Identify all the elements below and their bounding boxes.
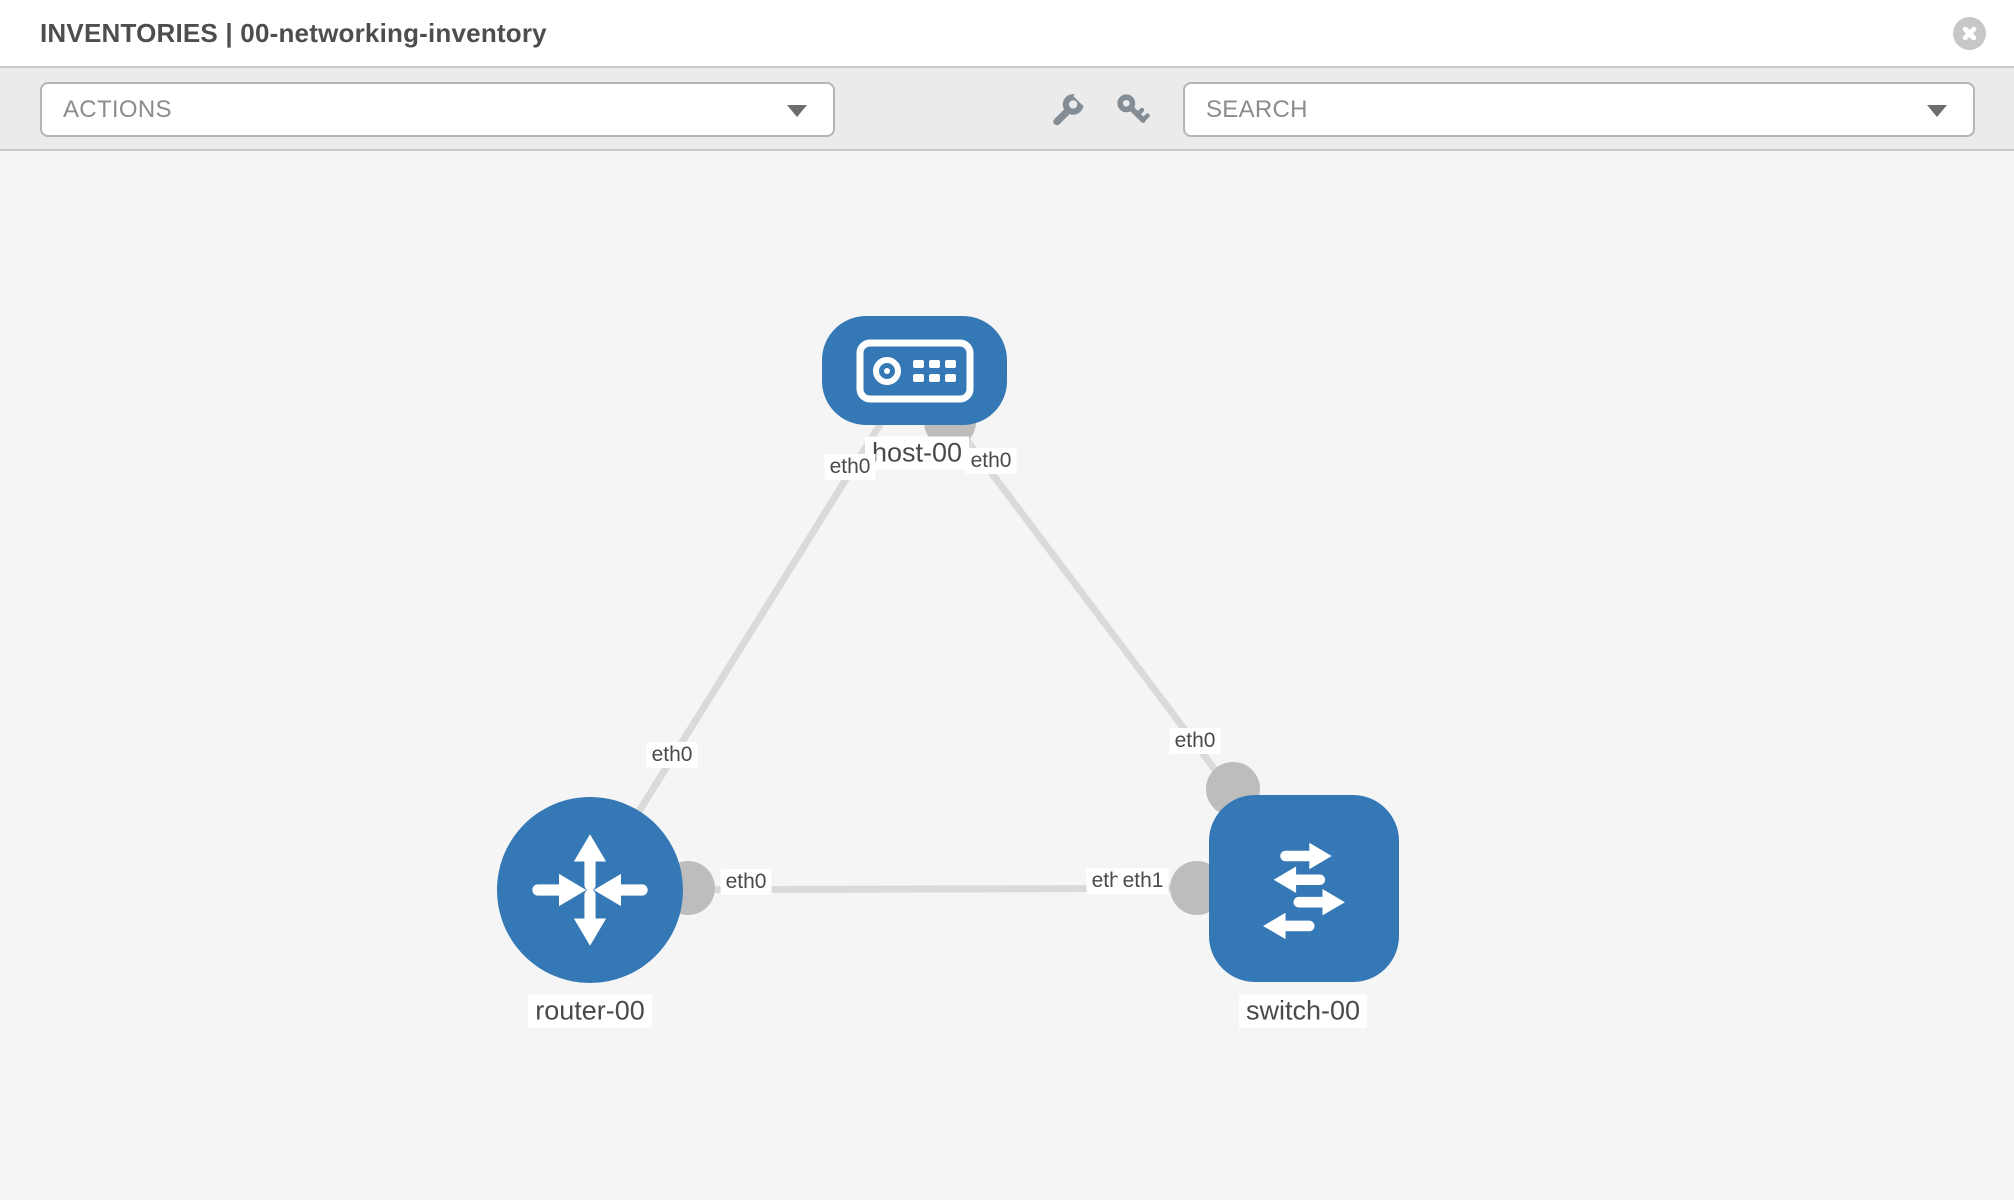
host-icon (856, 339, 973, 402)
interface-label: eth0 (824, 454, 876, 480)
toolbar: ACTIONS SEARCH (0, 68, 2014, 151)
switch-icon (1263, 842, 1345, 939)
node-router-00[interactable] (497, 797, 683, 983)
key-icon (1117, 94, 1150, 123)
search-dropdown[interactable]: SEARCH (1183, 82, 1975, 137)
header-bar: INVENTORIES | 00-networking-inventory (0, 0, 2014, 68)
router-icon (532, 834, 648, 946)
topology-canvas[interactable]: host-00 router-00 switch-00 eth0 eth0 et… (0, 151, 2014, 1198)
interface-label: eth0 (720, 869, 772, 895)
actions-dropdown[interactable]: ACTIONS (40, 82, 835, 137)
close-button[interactable] (1953, 17, 1986, 50)
topology-links-layer (587, 367, 1307, 915)
interface-label: eth1 (1117, 868, 1169, 894)
page-title: INVENTORIES | 00-networking-inventory (40, 18, 547, 48)
interface-label: eth0 (1169, 728, 1221, 754)
wrench-icon (1053, 91, 1086, 126)
node-switch-00[interactable] (1209, 795, 1399, 982)
node-label-host: host-00 (864, 436, 970, 470)
actions-dropdown-label: ACTIONS (63, 96, 172, 123)
node-label-switch: switch-00 (1238, 994, 1368, 1028)
credentials-button[interactable] (1106, 84, 1160, 136)
configure-button[interactable] (1040, 84, 1094, 136)
interface-label: eth0 (965, 448, 1017, 474)
node-label-router: router-00 (528, 994, 652, 1028)
interface-label: eth0 (646, 742, 698, 768)
node-host-00[interactable] (822, 316, 1007, 425)
chevron-down-icon (1927, 105, 1947, 117)
search-dropdown-label: SEARCH (1206, 96, 1308, 123)
chevron-down-icon (787, 105, 807, 117)
